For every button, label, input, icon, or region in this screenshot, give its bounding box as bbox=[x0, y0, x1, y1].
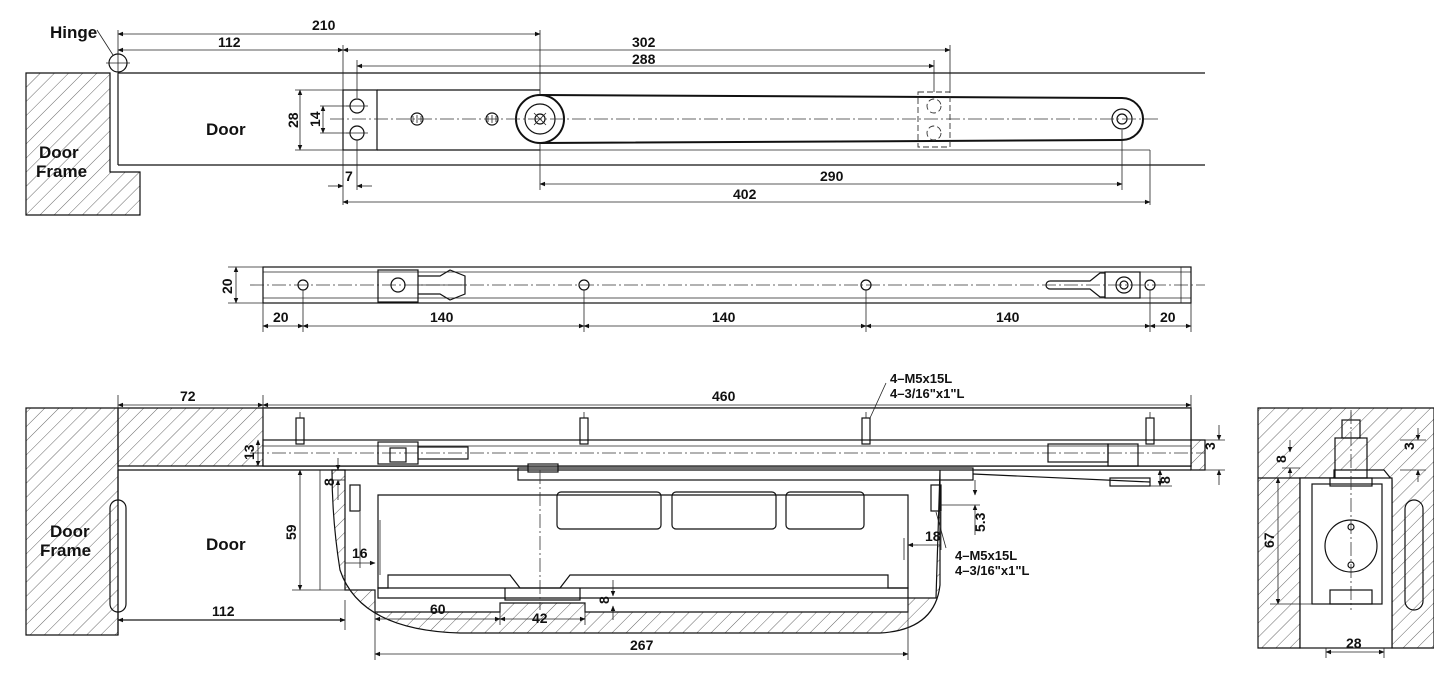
dim-42: 42 bbox=[532, 610, 548, 626]
dim-112-bottom: 112 bbox=[212, 603, 235, 619]
door-frame-top bbox=[25, 72, 141, 216]
note-screw-body-1: 4–M5x15L bbox=[955, 548, 1017, 563]
door-frame-label-top-1: Door bbox=[39, 143, 79, 162]
dim-20-left: 20 bbox=[273, 309, 289, 325]
rail-view: 20 20 140 140 140 20 bbox=[219, 266, 1205, 332]
dim-18: 18 bbox=[925, 528, 941, 544]
dim-28-top: 28 bbox=[285, 112, 301, 128]
dim-60: 60 bbox=[430, 601, 446, 617]
dim-3-side: 3 bbox=[1401, 442, 1417, 450]
dim-5-3: 5.3 bbox=[972, 512, 988, 532]
door-frame-label-top-2: Frame bbox=[36, 162, 87, 181]
dim-140-b: 140 bbox=[712, 309, 736, 325]
door-label-top: Door bbox=[206, 120, 246, 139]
door-label-bottom: Door bbox=[206, 535, 246, 554]
dim-8-bottom: 8 bbox=[596, 596, 612, 604]
top-view: Hinge Door Door Frame 210 112 302 288 28… bbox=[25, 17, 1205, 216]
section-view: 72 460 4–M5x15L 4–3/16"x1"L 13 3 8 8 59 … bbox=[25, 371, 1225, 660]
door-frame-label-bottom-1: Door bbox=[50, 522, 90, 541]
dim-140-c: 140 bbox=[996, 309, 1020, 325]
dim-210: 210 bbox=[312, 17, 336, 33]
dim-14: 14 bbox=[307, 111, 323, 127]
dim-13: 13 bbox=[241, 444, 257, 460]
dim-302: 302 bbox=[632, 34, 656, 50]
dim-20-height: 20 bbox=[219, 278, 235, 294]
dim-8-side: 8 bbox=[1273, 455, 1289, 463]
hinge-label: Hinge bbox=[50, 23, 97, 42]
door-frame-label-bottom-2: Frame bbox=[40, 541, 91, 560]
dim-72: 72 bbox=[180, 388, 196, 404]
dim-7: 7 bbox=[345, 168, 353, 184]
dim-288: 288 bbox=[632, 51, 656, 67]
dim-67: 67 bbox=[1261, 532, 1277, 548]
dim-8-left: 8 bbox=[321, 478, 337, 486]
dim-3-section: 3 bbox=[1202, 442, 1218, 450]
dim-140-a: 140 bbox=[430, 309, 454, 325]
note-screw-body-2: 4–3/16"x1"L bbox=[955, 563, 1030, 578]
dim-59: 59 bbox=[283, 524, 299, 540]
dim-20-right: 20 bbox=[1160, 309, 1176, 325]
note-screw-rail-1: 4–M5x15L bbox=[890, 371, 952, 386]
dim-290: 290 bbox=[820, 168, 844, 184]
note-screw-rail-2: 4–3/16"x1"L bbox=[890, 386, 965, 401]
dim-16: 16 bbox=[352, 545, 368, 561]
dim-460: 460 bbox=[712, 388, 736, 404]
dim-112-top: 112 bbox=[218, 34, 241, 50]
dim-8-right: 8 bbox=[1157, 476, 1173, 484]
side-frame bbox=[1257, 407, 1434, 649]
dim-267: 267 bbox=[630, 637, 654, 653]
dim-402: 402 bbox=[733, 186, 757, 202]
dim-28-side: 28 bbox=[1346, 635, 1362, 651]
side-view: 8 3 67 28 bbox=[1257, 407, 1434, 658]
